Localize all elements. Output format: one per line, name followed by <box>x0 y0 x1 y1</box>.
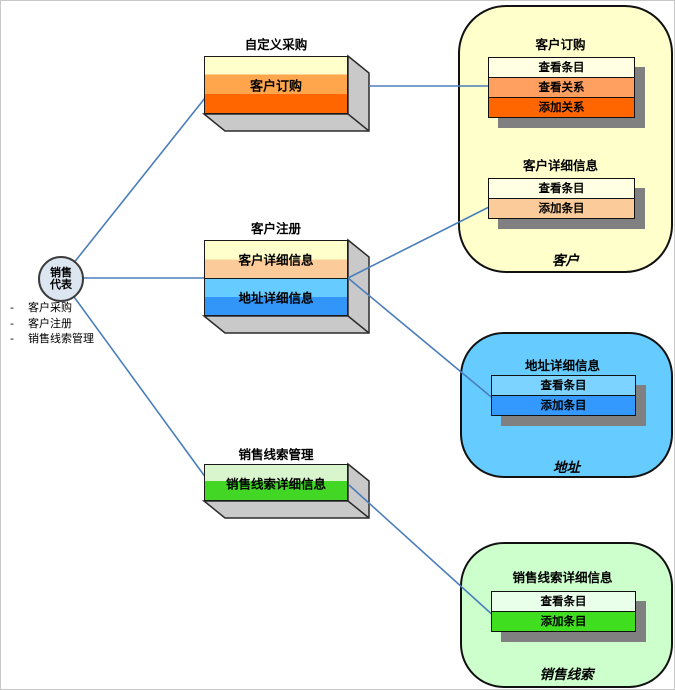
dash-bullet: - <box>10 301 14 314</box>
box-customer-order: 客户订购 <box>204 56 348 114</box>
connector-lines <box>60 85 497 619</box>
line-middle-box-to-address-stack <box>347 277 497 402</box>
segment-customer-details: 客户详细信息 <box>205 241 347 278</box>
task-label: 客户注册 <box>28 316 72 330</box>
box-3d-extrusions <box>201 54 370 519</box>
task-item: - 客户采购 <box>10 300 94 316</box>
line-bottom-box-to-lead-stack <box>348 484 497 619</box>
stack-row-view-entry: 查看条目 <box>492 592 635 612</box>
group-title-customer-details: 客户详细信息 <box>522 158 598 173</box>
stack-row-view-entry: 查看条目 <box>489 58 634 78</box>
container-label-sales-lead: 销售线索 <box>539 667 594 683</box>
box-customer-order-label: 客户订购 <box>249 79 302 95</box>
actor-sales-rep: 销售 代表 <box>38 256 84 302</box>
actor-name-line1: 销售 <box>50 265 72 279</box>
task-item: - 销售线索管理 <box>10 331 94 347</box>
stack-row-add-entry: 添加条目 <box>492 396 635 415</box>
dash-bullet: - <box>10 316 14 330</box>
segment-address-details-label: 地址详细信息 <box>238 290 314 306</box>
stack-row-add-entry: 添加条目 <box>489 199 634 218</box>
stack-customer-details: 查看条目 添加条目 <box>488 178 635 219</box>
line-actor-to-bottom-box <box>60 278 207 479</box>
group-title-customer-order: 客户订购 <box>535 37 586 52</box>
stack-row-view-entry: 查看条目 <box>492 376 635 396</box>
stack-row-add-entry: 添加条目 <box>492 612 635 631</box>
title-lead-management: 销售线索管理 <box>238 447 314 462</box>
actor-name-line2: 代表 <box>50 278 72 291</box>
stack-row-add-relation: 添加关系 <box>489 98 634 117</box>
segment-customer-details-label: 客户详细信息 <box>238 252 314 268</box>
title-custom-purchase: 自定义采购 <box>244 37 308 52</box>
task-label: 销售线索管理 <box>28 332 94 345</box>
line-actor-to-top-box <box>60 97 206 280</box>
actor-task-list: - 客户采购 - 客户注册 - 销售线索管理 <box>10 300 94 347</box>
dash-bullet: - <box>10 332 14 345</box>
container-label-customer: 客户 <box>552 253 579 269</box>
box-customer-registration: 客户详细信息 地址详细信息 <box>204 240 348 316</box>
stack-row-view-entry: 查看条目 <box>489 179 634 199</box>
container-label-address: 地址 <box>553 460 580 476</box>
stack-address-details: 查看条目 添加条目 <box>491 375 636 416</box>
stack-customer-order: 查看条目 查看关系 添加关系 <box>488 57 635 118</box>
stack-row-view-relation: 查看关系 <box>489 78 634 98</box>
container-customer <box>458 5 673 273</box>
title-customer-registration: 客户注册 <box>250 221 301 236</box>
group-title-lead-details: 销售线索详细信息 <box>512 570 613 585</box>
box-lead-details: 销售线索详细信息 <box>204 464 348 501</box>
task-item: - 客户注册 <box>10 316 94 332</box>
line-middle-box-to-customer-detail-stack <box>347 204 494 279</box>
stack-lead-details: 查看条目 添加条目 <box>491 591 636 632</box>
segment-address-details: 地址详细信息 <box>205 277 347 315</box>
group-title-address-details: 地址详细信息 <box>524 358 600 373</box>
box-lead-details-label: 销售线索详细信息 <box>225 476 326 491</box>
task-label: 客户采购 <box>28 301 72 314</box>
